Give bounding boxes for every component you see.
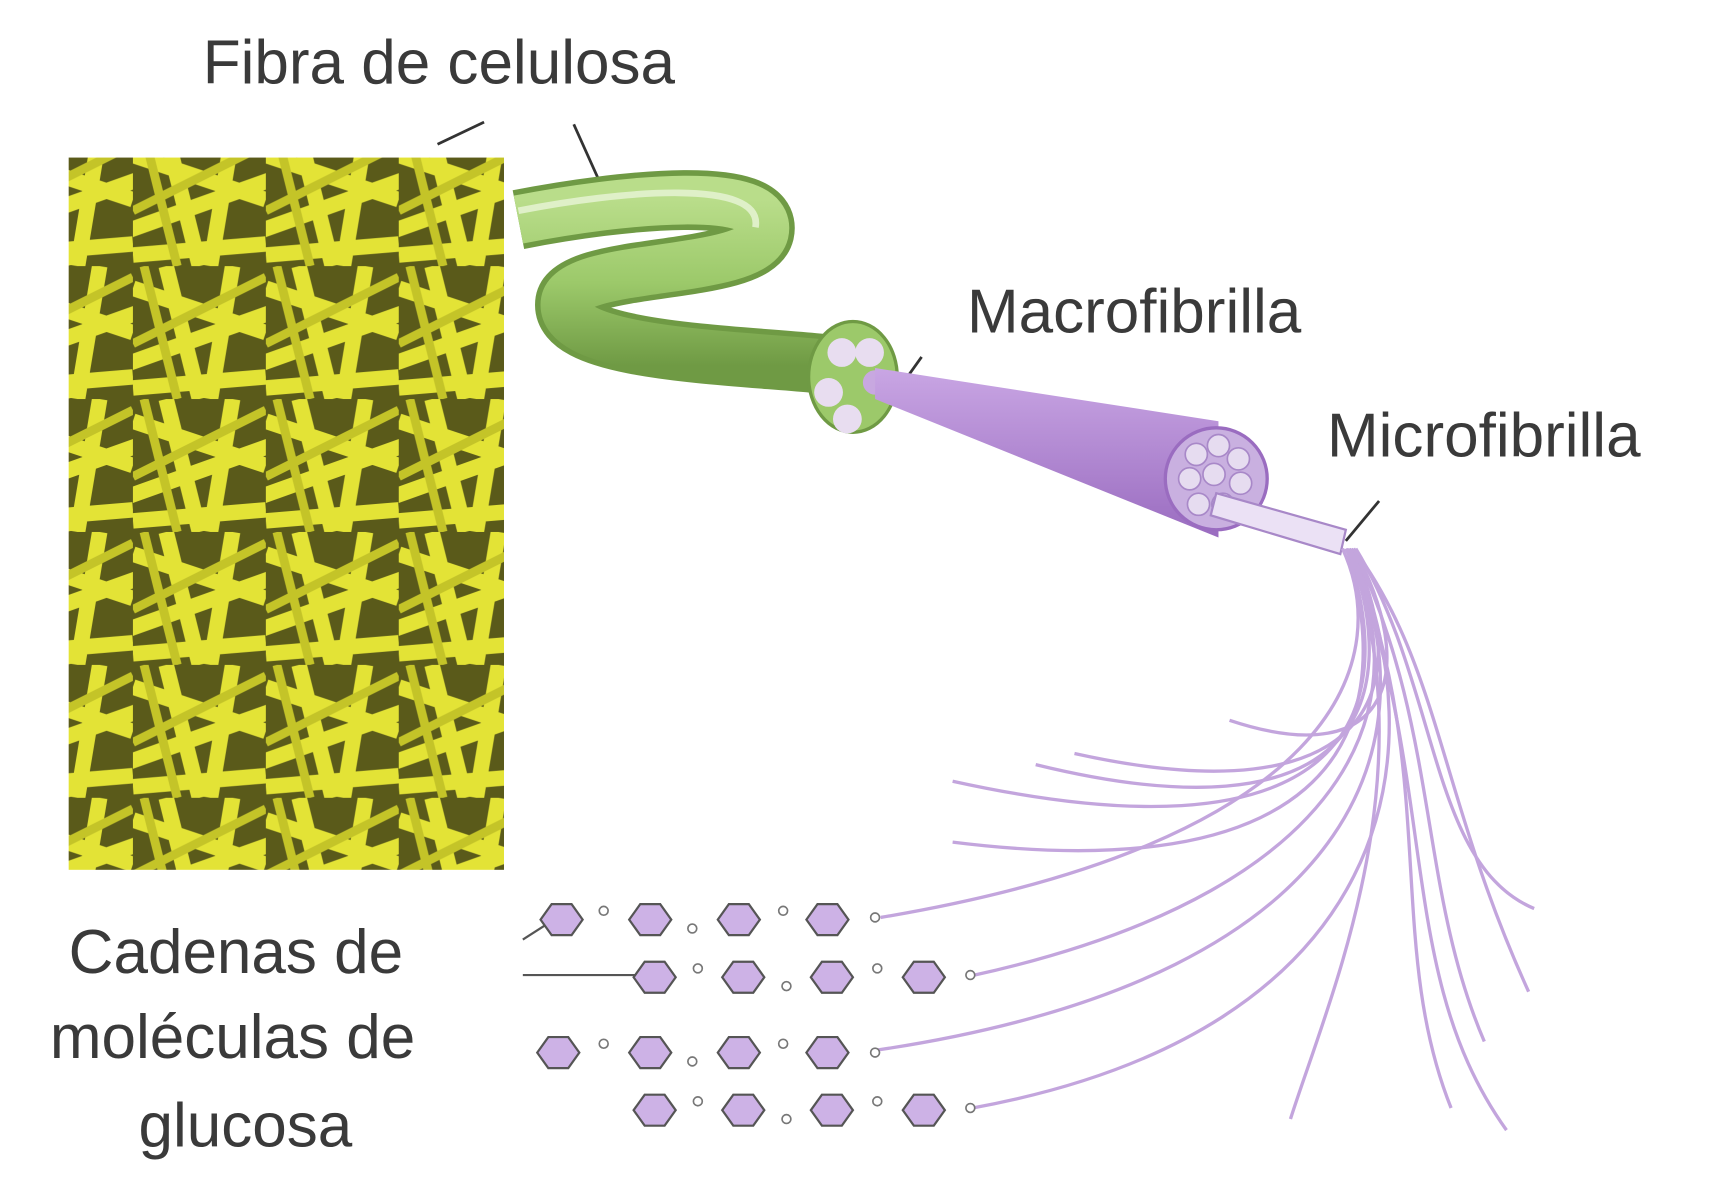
macrofibril-end (827, 338, 857, 367)
fiber-leader-line (436, 120, 1381, 542)
label-chains-line1: Cadenas de (69, 918, 403, 987)
fiber-micrograph (68, 157, 504, 870)
microfibril-strands (874, 547, 1535, 1132)
microfibril-rod (1209, 491, 1348, 556)
glucose-chain-row-3 (535, 1035, 850, 1070)
label-fiber: Fibra de celulosa (203, 28, 676, 97)
glucose-chains (522, 903, 976, 1127)
macrofibril-cone (875, 368, 1269, 538)
label-chains-line3: glucosa (138, 1092, 352, 1161)
label-macrofibril: Macrofibrilla (967, 278, 1302, 347)
label-chains-line2: moléculas de (50, 1003, 415, 1072)
glucose-chain-row-4 (632, 1093, 947, 1127)
cellulose-fiber-tube (512, 170, 899, 434)
label-microfibril: Microfibrilla (1327, 402, 1641, 471)
glucose-chain-row-2 (632, 960, 947, 994)
glucose-chain-row-1 (539, 903, 850, 937)
